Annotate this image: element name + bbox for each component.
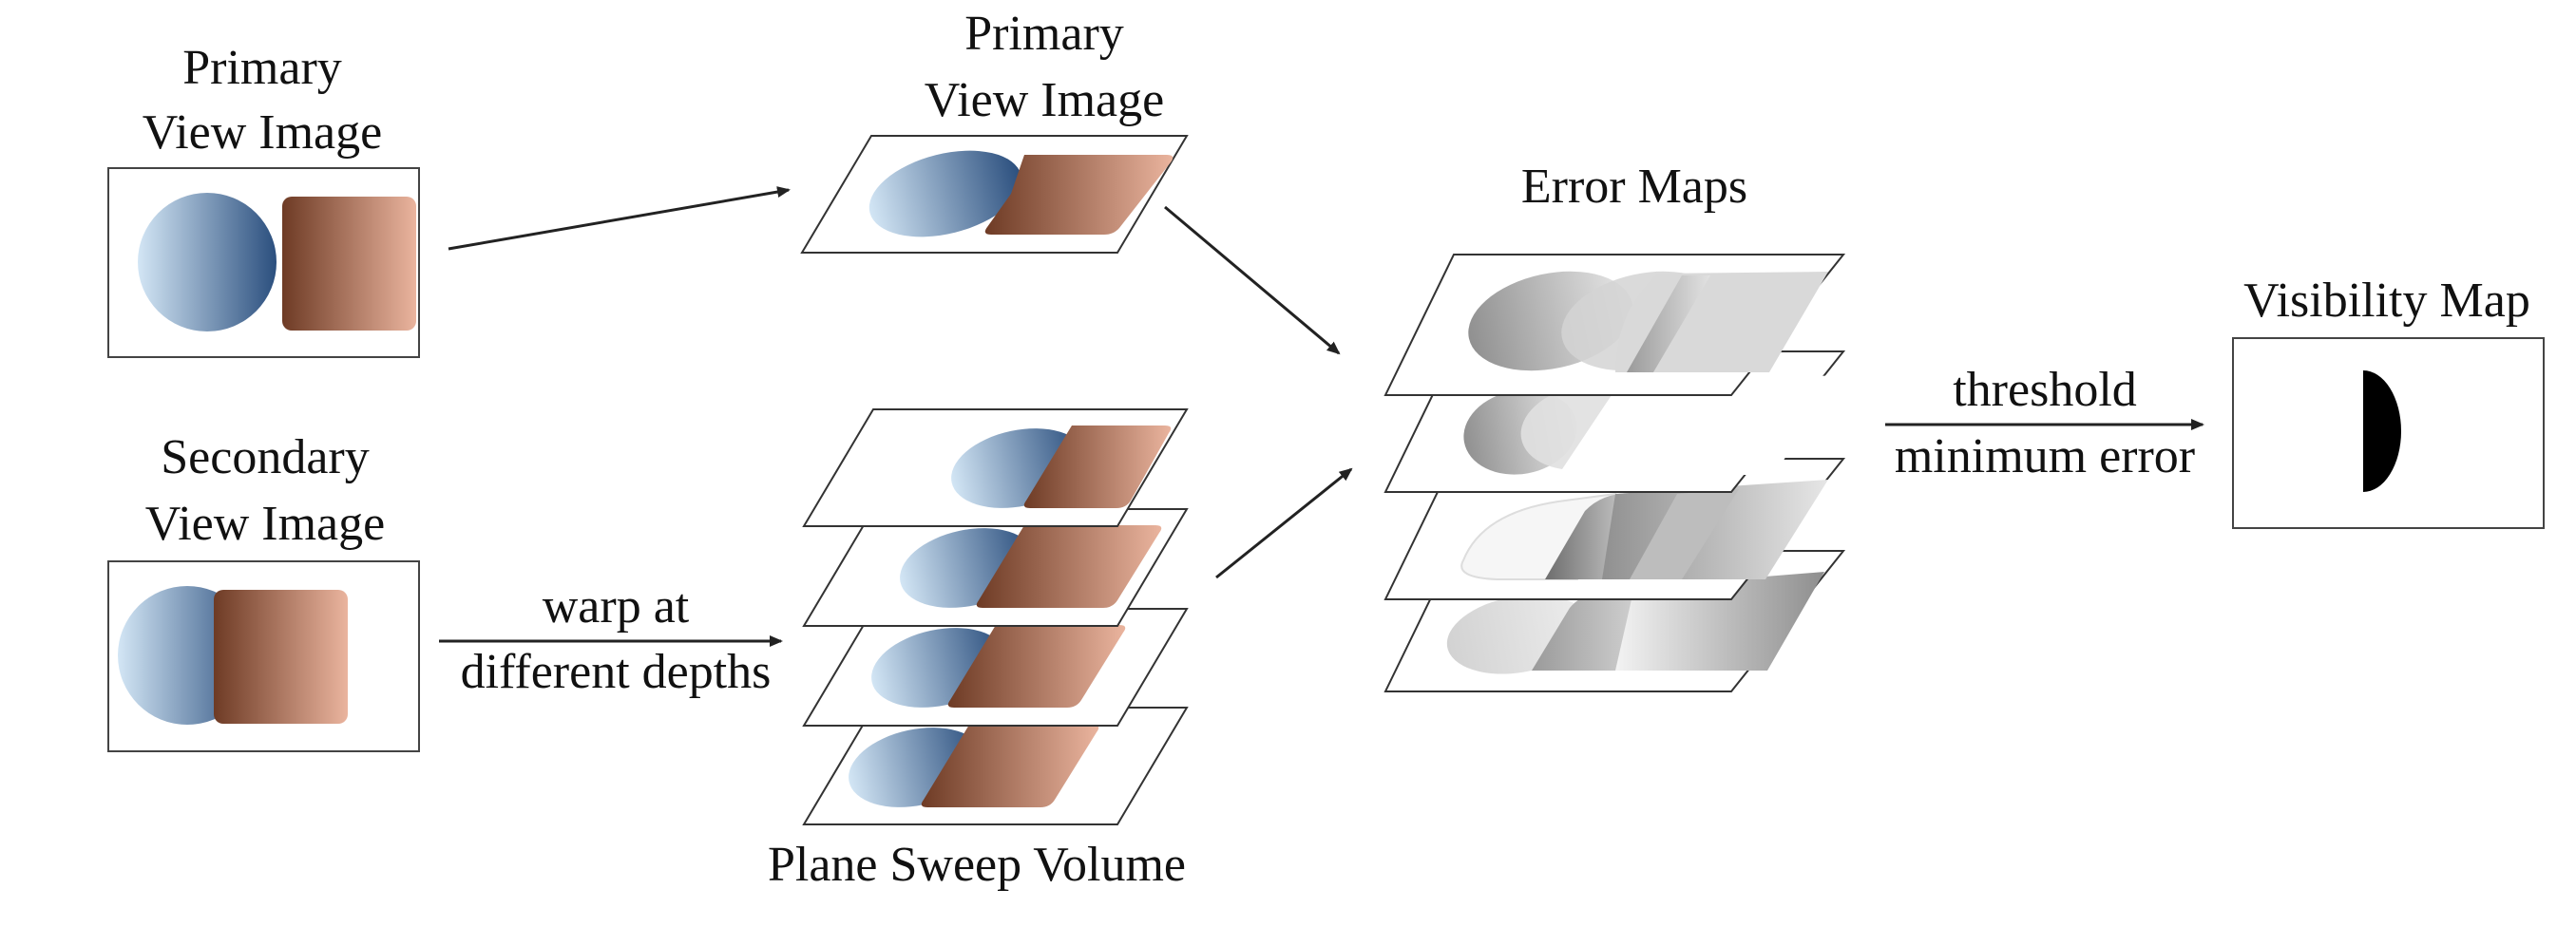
- visibility-shape: [2363, 370, 2401, 492]
- primary-input-label-line2: View Image: [143, 105, 382, 160]
- sweep-plane-1: [802, 408, 1189, 527]
- arrow-primary-to-warped: [448, 186, 791, 251]
- plane-sweep-label: Plane Sweep Volume: [768, 838, 1186, 892]
- error-maps-stack: Error Maps: [1383, 160, 1846, 692]
- error-maps-label: Error Maps: [1521, 160, 1747, 214]
- secondary-input-block: Secondary View Image: [107, 430, 420, 752]
- error-map-1: [1383, 254, 1846, 396]
- warped-primary-ellipse: [868, 150, 1022, 237]
- warped-primary-label-line1: Primary: [964, 7, 1124, 61]
- plane-sweep-volume: Plane Sweep Volume: [768, 408, 1189, 892]
- visibility-map-block: Visibility Map: [2232, 274, 2545, 529]
- primary-input-label-line1: Primary: [182, 41, 342, 95]
- threshold-label-line1: threshold: [1953, 363, 2137, 417]
- arrow-sweep-to-error: [1215, 467, 1353, 579]
- secondary-input-label-line2: View Image: [145, 497, 385, 551]
- arrow-warped-to-error: [1164, 205, 1341, 355]
- warp-label-line2: different depths: [461, 645, 772, 699]
- warped-primary-block: Primary View Image: [800, 7, 1189, 254]
- primary-circle: [138, 193, 277, 331]
- secondary-input-label-line1: Secondary: [161, 430, 369, 484]
- warped-primary-parallelogram: [984, 155, 1174, 235]
- sweep-plane-3: [802, 608, 1189, 727]
- secondary-square: [214, 590, 348, 724]
- warped-primary-label-line2: View Image: [925, 73, 1164, 127]
- sweep-plane-4: [802, 707, 1189, 825]
- sweep-plane-2: [802, 508, 1189, 627]
- primary-input-block: Primary View Image: [107, 41, 420, 358]
- warp-label-line1: warp at: [543, 579, 690, 634]
- primary-square: [282, 197, 416, 331]
- threshold-label-line2: minimum error: [1895, 429, 2195, 483]
- visibility-map-label: Visibility Map: [2243, 274, 2530, 328]
